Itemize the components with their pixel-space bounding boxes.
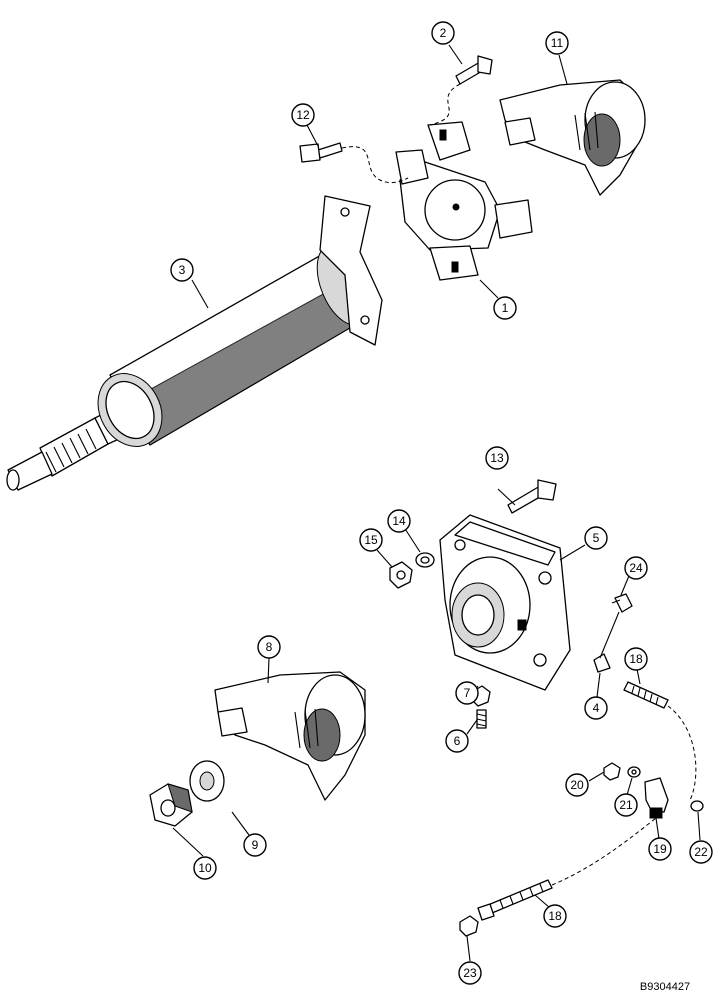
nut-15 xyxy=(389,561,413,589)
slip-yoke-upper xyxy=(499,79,646,196)
svg-text:13: 13 xyxy=(490,451,504,465)
svg-text:24: 24 xyxy=(629,561,643,575)
svg-text:7: 7 xyxy=(464,686,471,700)
callout-9: 9 xyxy=(243,833,267,857)
svg-text:21: 21 xyxy=(619,798,633,812)
nut-20 xyxy=(603,762,621,781)
callout-18-upper: 18 xyxy=(624,647,648,671)
svg-text:15: 15 xyxy=(364,533,378,547)
callout-6: 6 xyxy=(445,729,469,753)
svg-text:3: 3 xyxy=(179,263,186,277)
callout-18-lower: 18 xyxy=(543,904,567,928)
threaded-stud-18-lower xyxy=(477,879,553,921)
figure-code: B9304427 xyxy=(640,981,690,993)
bearing-housing xyxy=(439,514,571,691)
callout-24: 24 xyxy=(624,556,648,580)
svg-text:5: 5 xyxy=(593,531,600,545)
svg-text:22: 22 xyxy=(694,845,708,859)
svg-text:8: 8 xyxy=(266,640,273,654)
lock-washer-14 xyxy=(415,552,435,568)
callout-5: 5 xyxy=(584,526,608,550)
callout-13: 13 xyxy=(485,446,509,470)
callout-14: 14 xyxy=(387,509,411,533)
threaded-stud-18-upper xyxy=(623,681,669,709)
svg-text:19: 19 xyxy=(653,842,667,856)
callout-15: 15 xyxy=(359,528,383,552)
svg-text:11: 11 xyxy=(551,36,564,50)
callout-3: 3 xyxy=(170,258,194,282)
callout-10: 10 xyxy=(193,856,217,880)
bracket-19 xyxy=(644,777,669,819)
svg-text:23: 23 xyxy=(463,966,477,980)
grease-fitting-4 xyxy=(593,653,611,673)
svg-text:20: 20 xyxy=(570,778,584,792)
callout-12: 12 xyxy=(291,103,315,127)
universal-joint-cross xyxy=(395,121,533,281)
washer-9 xyxy=(189,760,225,802)
svg-text:6: 6 xyxy=(454,734,461,748)
set-screw-6 xyxy=(476,709,487,729)
washer-22 xyxy=(690,800,704,812)
svg-text:18: 18 xyxy=(629,652,643,666)
callout-20: 20 xyxy=(565,773,589,797)
bolt-13 xyxy=(507,479,557,514)
callout-22: 22 xyxy=(689,840,713,864)
grease-fitting-24 xyxy=(611,593,633,613)
svg-text:1: 1 xyxy=(502,301,509,315)
svg-text:10: 10 xyxy=(198,861,212,875)
callout-4: 4 xyxy=(584,696,608,720)
slip-yoke-lower xyxy=(214,671,366,801)
svg-text:12: 12 xyxy=(296,108,310,122)
leader-lines xyxy=(172,44,701,962)
callout-23: 23 xyxy=(458,961,482,985)
callout-21: 21 xyxy=(614,793,638,817)
svg-text:18: 18 xyxy=(548,909,562,923)
svg-text:2: 2 xyxy=(440,26,447,40)
callout-19: 19 xyxy=(648,837,672,861)
svg-text:14: 14 xyxy=(392,514,406,528)
svg-text:4: 4 xyxy=(593,701,600,715)
nut-23 xyxy=(459,915,479,937)
bolt-2 xyxy=(455,55,493,85)
drive-shaft xyxy=(6,195,383,491)
callout-1: 1 xyxy=(493,296,517,320)
callout-8: 8 xyxy=(257,635,281,659)
callout-11: 11 xyxy=(545,31,569,55)
bolt-12 xyxy=(299,142,343,163)
svg-text:9: 9 xyxy=(252,838,259,852)
washer-21 xyxy=(627,766,641,778)
callout-7: 7 xyxy=(455,681,479,705)
hex-nut-10 xyxy=(149,783,193,827)
callout-2: 2 xyxy=(431,21,455,45)
